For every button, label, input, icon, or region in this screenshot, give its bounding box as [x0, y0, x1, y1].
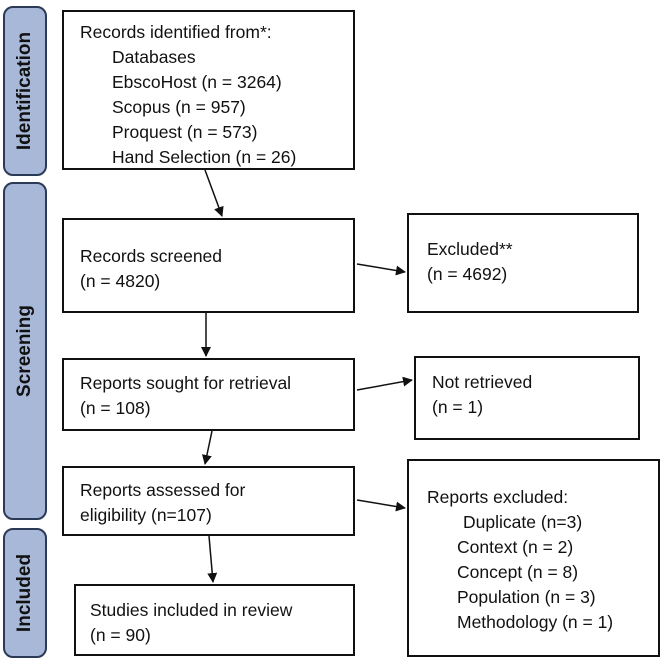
reports-sought-label: Reports sought for retrieval: [80, 373, 292, 393]
not-retrieved-box: Not retrieved (n = 1): [414, 356, 640, 440]
source-item: Databases: [112, 47, 196, 67]
records-screened-count: (n = 4820): [80, 271, 161, 291]
reports-assessed-label: Reports assessed for: [80, 480, 246, 500]
records-identified-sources: Databases EbscoHost (n = 3264) Scopus (n…: [80, 45, 343, 170]
reports-excluded-reasons: Duplicate (n=3) Context (n = 2) Concept …: [427, 510, 650, 635]
arrow-assessed-to-included: [207, 535, 218, 583]
phase-identification: Identification: [3, 6, 47, 176]
reports-excluded-box: Reports excluded: Duplicate (n=3) Contex…: [407, 459, 660, 657]
arrow-sought-to-not-retrieved: [356, 376, 413, 391]
arrow-sought-to-assessed: [201, 430, 213, 465]
phase-included-label: Included: [14, 553, 35, 633]
phase-screening-label: Screening: [14, 305, 35, 397]
arrow-assessed-to-reports-excluded: [356, 499, 406, 512]
records-identified-box: Records identified from*: Databases Ebsc…: [62, 10, 355, 170]
reports-sought-box: Reports sought for retrieval (n = 108): [62, 358, 355, 431]
studies-included-box: Studies included in review (n = 90): [74, 584, 355, 656]
studies-included-count: (n = 90): [90, 625, 151, 645]
exclusion-reason-item: Population (n = 3): [457, 587, 596, 607]
not-retrieved-count: (n = 1): [432, 397, 484, 417]
reports-assessed-box: Reports assessed for eligibility (n=107): [62, 466, 355, 536]
exclusion-reason-item: Context (n = 2): [457, 537, 574, 557]
records-identified-title: Records identified from*:: [80, 22, 272, 42]
records-screened-box: Records screened (n = 4820): [62, 218, 355, 313]
exclusion-reason-item: Concept (n = 8): [457, 562, 579, 582]
exclusion-reason-item: Duplicate (n=3): [463, 512, 583, 532]
source-item: Hand Selection (n = 26): [112, 147, 297, 167]
reports-sought-count: (n = 108): [80, 398, 151, 418]
arrow-screened-to-excluded: [356, 263, 406, 276]
phase-identification-label: Identification: [14, 31, 35, 151]
exclusion-reason-item: Methodology (n = 1): [457, 612, 614, 632]
excluded-count: (n = 4692): [427, 264, 508, 284]
source-item: Scopus (n = 957): [112, 97, 246, 117]
arrow-identified-to-screened: [204, 169, 224, 217]
source-item: Proquest (n = 573): [112, 122, 258, 142]
not-retrieved-label: Not retrieved: [432, 372, 533, 392]
studies-included-label: Studies included in review: [90, 600, 293, 620]
phase-screening: Screening: [3, 182, 47, 520]
reports-assessed-eligibility: eligibility (n=107): [80, 505, 212, 525]
reports-excluded-title: Reports excluded:: [427, 487, 569, 507]
source-item: EbscoHost (n = 3264): [112, 72, 282, 92]
records-screened-label: Records screened: [80, 246, 223, 266]
excluded-box: Excluded** (n = 4692): [407, 213, 639, 313]
excluded-label: Excluded**: [427, 239, 513, 259]
phase-included: Included: [3, 528, 47, 658]
